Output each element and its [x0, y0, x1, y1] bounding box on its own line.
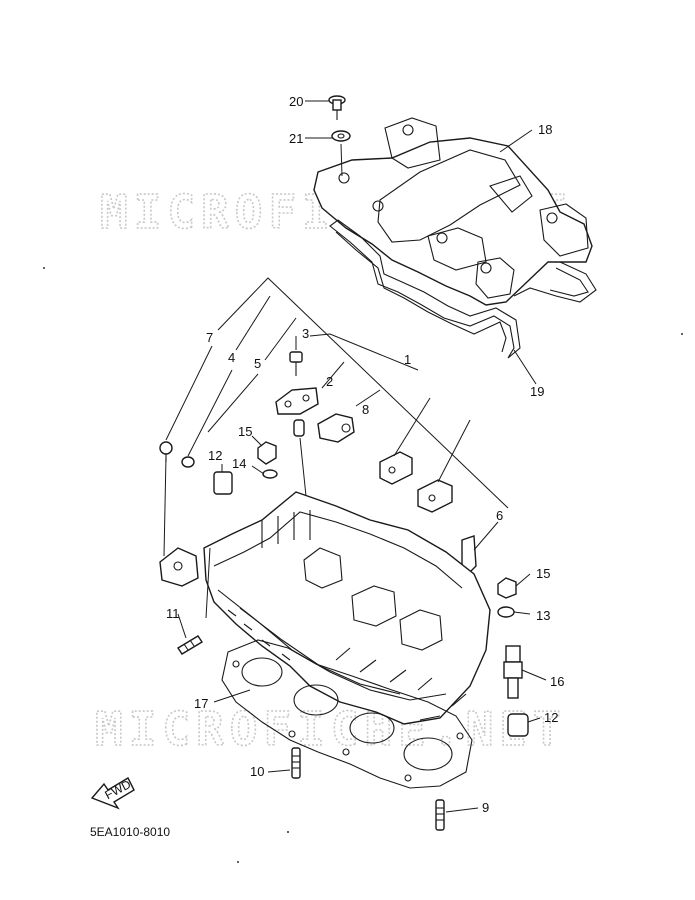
camshaft-cap-center-a[interactable] — [379, 451, 413, 485]
camshaft-cap-center-b[interactable] — [417, 479, 453, 513]
guide-6[interactable] — [461, 535, 477, 575]
watermark-bottom: MICROFICHE.NET — [95, 702, 567, 756]
callout-16: 16 — [550, 674, 564, 689]
callout-4: 4 — [228, 350, 235, 365]
cover-bolt[interactable] — [328, 95, 346, 120]
stud-bolt-11[interactable] — [177, 635, 203, 655]
callout-13: 13 — [536, 608, 550, 623]
callout-12-lower: 12 — [544, 710, 558, 725]
callout-15-right: 15 — [536, 566, 550, 581]
head-washer-13[interactable] — [497, 606, 515, 618]
camshaft-cap-left[interactable] — [275, 387, 319, 415]
callout-17: 17 — [194, 696, 208, 711]
callout-18: 18 — [538, 122, 552, 137]
breather-bracket[interactable] — [159, 547, 199, 587]
stud-bolt-10[interactable] — [291, 747, 301, 779]
callout-2: 2 — [326, 374, 333, 389]
callout-7: 7 — [206, 330, 213, 345]
dowel-pin[interactable] — [293, 419, 305, 437]
callout-5: 5 — [254, 356, 261, 371]
leader-lines — [163, 100, 547, 813]
callout-10: 10 — [250, 764, 264, 779]
cam-chain-tensioner[interactable] — [317, 413, 355, 443]
callout-14: 14 — [232, 456, 246, 471]
plug-o-ring[interactable] — [181, 456, 195, 468]
callout-19: 19 — [530, 384, 544, 399]
head-nut-15-upper[interactable] — [257, 441, 277, 465]
cylinder-head-cover[interactable] — [313, 117, 593, 306]
callout-12-upper: 12 — [208, 448, 222, 463]
callout-6: 6 — [496, 508, 503, 523]
cap-nut-12-lower[interactable] — [507, 713, 529, 737]
callout-8: 8 — [362, 402, 369, 417]
diagram-code: 5EA1010-8010 — [90, 825, 170, 839]
spark-plug[interactable] — [503, 645, 523, 699]
callout-1: 1 — [404, 352, 411, 367]
callout-15-upper: 15 — [238, 424, 252, 439]
cap-bolt[interactable] — [289, 351, 303, 376]
cover-bolt-washer[interactable] — [331, 130, 351, 142]
cylinder-head-gasket[interactable] — [221, 639, 473, 789]
cover-gasket[interactable] — [329, 219, 597, 359]
callout-21: 21 — [289, 131, 303, 146]
callout-11: 11 — [166, 606, 180, 621]
forward-arrow-icon: FWD — [90, 777, 135, 810]
callout-3: 3 — [302, 326, 309, 341]
head-washer-14[interactable] — [262, 469, 278, 479]
callout-20: 20 — [289, 94, 303, 109]
callout-9: 9 — [482, 800, 489, 815]
callout-labels: 20 21 18 19 7 4 5 3 2 1 8 15 12 14 6 15 … — [166, 94, 564, 815]
head-nut-15-right[interactable] — [497, 577, 517, 599]
cylinder-head[interactable] — [203, 491, 491, 725]
stud-bolt-9[interactable] — [435, 799, 445, 831]
cap-nut-12-upper[interactable] — [213, 471, 233, 495]
